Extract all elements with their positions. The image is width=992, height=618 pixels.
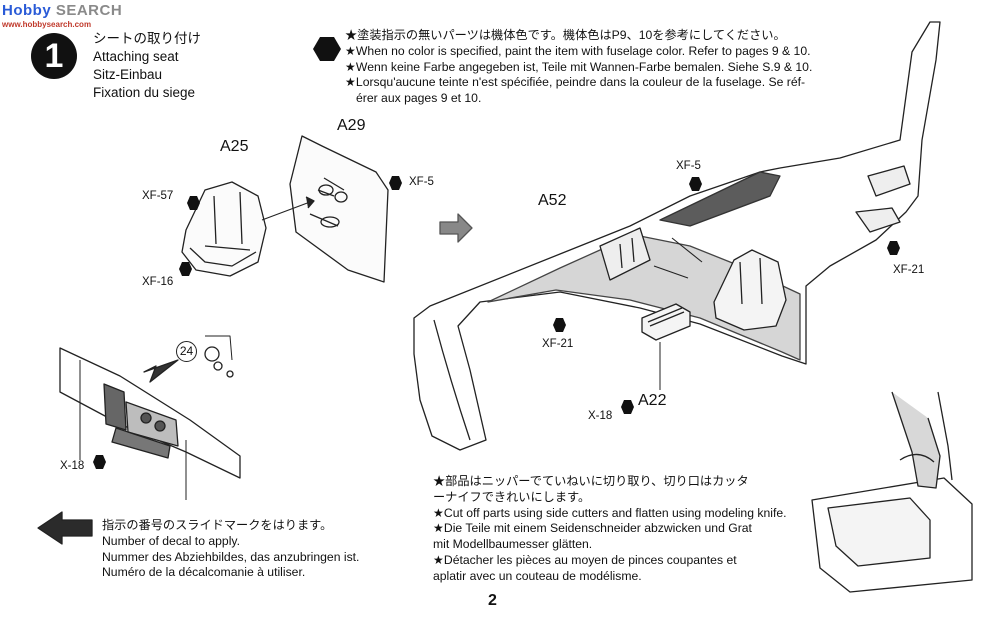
decal-legend-ja: 指示の番号のスライドマークをはります。 bbox=[102, 518, 333, 532]
part-label-a29: A29 bbox=[337, 117, 366, 134]
decal-legend-de: Nummer des Abziehbildes, das anzubringen… bbox=[102, 549, 360, 564]
part-label-a25: A25 bbox=[220, 138, 249, 155]
step-title-de: Sitz-Einbau bbox=[93, 67, 163, 82]
cutting-note-ja-1: ★部品はニッパーでていねいに切り取り、切り口はカッタ bbox=[433, 474, 749, 488]
paint-note-fr-1: ★Lorsqu'aucune teinte n'est spécifiée, p… bbox=[345, 75, 806, 90]
part-label-a22: A22 bbox=[638, 392, 667, 409]
watermark-brand-right: SEARCH bbox=[55, 2, 123, 19]
watermark-brand-left: Hobby bbox=[2, 2, 52, 19]
paint-label-x18-center: X-18 bbox=[588, 410, 613, 422]
decal-number-badge: 24 bbox=[176, 341, 197, 362]
assembly-arrow bbox=[261, 201, 311, 221]
direction-arrow bbox=[439, 213, 473, 243]
page-number: 2 bbox=[488, 592, 497, 609]
paint-note-fr-2: érer aux pages 9 et 10. bbox=[356, 91, 482, 106]
step-title-en: Attaching seat bbox=[93, 49, 179, 64]
cockpit-inset-drawing bbox=[59, 347, 241, 500]
seat-a25-drawing bbox=[181, 181, 267, 277]
paint-label-xf57: XF-57 bbox=[142, 190, 174, 202]
step-title-block: シートの取り付け Attaching seat Sitz-Einbau Fixa… bbox=[93, 30, 201, 102]
decal-arrow bbox=[143, 359, 179, 383]
paint-note-en: ★When no color is specified, paint the i… bbox=[345, 43, 811, 58]
cutting-note-fr-2: aplatir avec un couteau de modélisme. bbox=[433, 568, 642, 583]
cutting-note-de-2: mit Modellbaumesser glätten. bbox=[433, 537, 593, 552]
fuselage-a52-drawing bbox=[413, 21, 941, 451]
cutting-note-fr-1: ★Détacher les pièces au moyen de pinces … bbox=[433, 552, 737, 567]
paint-label-xf16: XF-16 bbox=[142, 276, 174, 288]
paint-note-block: ★塗装指示の無いパーツは機体色です。機体色はP9、10を参考にしてください。 ★… bbox=[345, 28, 812, 107]
cutting-note-de-1: ★Die Teile mit einem Seidenschneider abz… bbox=[433, 521, 752, 536]
seat-installed-drawing bbox=[713, 249, 787, 331]
cutting-illustration bbox=[811, 391, 973, 593]
bulkhead-a29-drawing bbox=[289, 135, 389, 283]
decal-indicator-arrow bbox=[37, 511, 93, 545]
paint-label-xf5-right: XF-5 bbox=[676, 160, 701, 172]
step-title-fr: Fixation du siege bbox=[93, 85, 196, 100]
cutting-note-ja-2: ーナイフできれいにします。 bbox=[433, 489, 591, 504]
watermark-url: www.hobbysearch.com bbox=[2, 20, 92, 29]
step-title-ja: シートの取り付け bbox=[93, 31, 201, 46]
watermark-logo: Hobby SEARCH bbox=[2, 2, 122, 19]
step-number-badge: 1 bbox=[31, 33, 77, 79]
decal-legend-en: Number of decal to apply. bbox=[102, 533, 240, 548]
paint-note-ja: ★塗装指示の無いパーツは機体色です。機体色はP9、10を参考にしてください。 bbox=[345, 28, 786, 42]
decal-legend-fr: Numéro de la décalcomanie à utiliser. bbox=[102, 565, 306, 580]
decal-legend-block: 指示の番号のスライドマークをはります。 Number of decal to a… bbox=[102, 518, 359, 581]
cutting-note-block: ★部品はニッパーでていねいに切り取り、切り口はカッタ ーナイフできれいにします。… bbox=[433, 474, 787, 585]
paint-label-x18-left: X-18 bbox=[60, 460, 85, 472]
paint-label-xf21-right: XF-21 bbox=[893, 264, 925, 276]
cutting-note-en: ★Cut off parts using side cutters and fl… bbox=[433, 505, 787, 520]
paint-note-de: ★Wenn keine Farbe angegeben ist, Teile m… bbox=[345, 59, 813, 74]
part-label-a52: A52 bbox=[538, 192, 567, 209]
paint-label-xf21-center: XF-21 bbox=[542, 338, 574, 350]
instrument-box-a22-drawing bbox=[641, 303, 691, 341]
paint-markers bbox=[93, 37, 900, 469]
paint-label-xf5-left: XF-5 bbox=[409, 176, 434, 188]
